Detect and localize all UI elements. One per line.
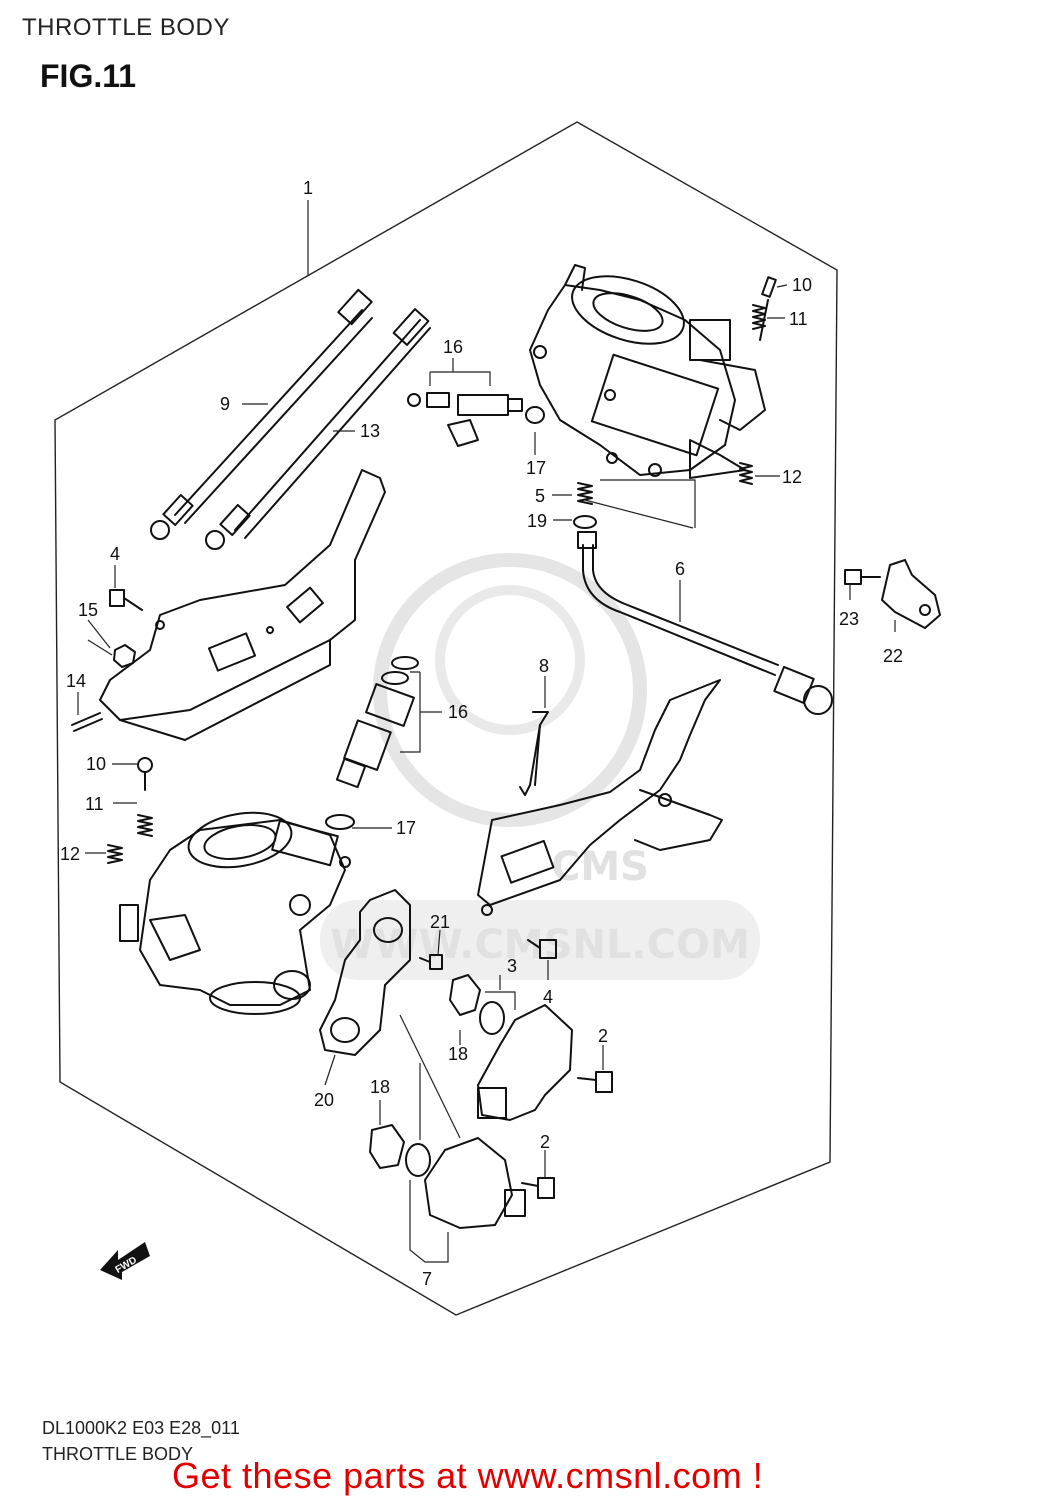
callout-1: 1: [303, 178, 313, 198]
callout-3: 3: [507, 956, 517, 976]
part-11-spring-lower: [137, 814, 153, 837]
part-17-seal-upper: [525, 406, 545, 424]
part-10-screw-lower: [137, 757, 153, 791]
part-23-bolt: [844, 569, 881, 585]
callout-2: 2: [598, 1026, 608, 1046]
callout-18: 18: [448, 1044, 468, 1064]
part-20-gasket: [319, 889, 411, 1056]
callout-7: 7: [422, 1269, 432, 1289]
callout-10: 10: [792, 275, 812, 295]
callout-12: 12: [782, 467, 802, 487]
part-2-screw-lower: [521, 1177, 555, 1199]
callout-17: 17: [526, 458, 546, 478]
part-5-spring: [577, 482, 593, 505]
part-4-bolt-lower: [527, 939, 557, 959]
assembly-boundary: [54, 121, 838, 1316]
callout-18: 18: [370, 1077, 390, 1097]
part-13-rod: [205, 308, 431, 550]
callout-22: 22: [883, 646, 903, 666]
part-2-screw: [577, 1071, 613, 1093]
diagram-code: DL1000K2 E03 E28_011: [42, 1418, 240, 1438]
callout-17: 17: [396, 818, 416, 838]
callout-15: 15: [78, 600, 98, 620]
watermark: CMS WWW.CMSNL.COM: [320, 553, 760, 980]
part-6-cable: [577, 531, 833, 715]
footer-title: THROTTLE BODY: [42, 1444, 194, 1464]
part-17-seal-lower: [325, 814, 355, 830]
watermark-logo-ring: [373, 553, 647, 827]
part-18-clamp-lower: [369, 1124, 405, 1169]
part-8-clip: [519, 711, 549, 796]
callout-16: 16: [443, 337, 463, 357]
callout-2: 2: [540, 1132, 550, 1152]
part-11-spring: [752, 304, 766, 330]
callout-21: 21: [430, 912, 450, 932]
callout-16: 16: [448, 702, 468, 722]
left-bracket: [99, 469, 386, 741]
callout-23: 23: [839, 609, 859, 629]
watermark-logo-text: CMS: [551, 844, 649, 890]
part-15-nut: [113, 644, 136, 668]
forward-arrow-icon: FWD: [100, 1242, 150, 1280]
lower-throttle-body: [119, 811, 351, 1015]
leader-lines: [77, 200, 896, 1263]
callout-4: 4: [543, 987, 553, 1007]
callout-13: 13: [360, 421, 380, 441]
part-18-clamp-upper: [449, 974, 481, 1016]
part-21-screw: [419, 954, 443, 970]
part-14-stud: [71, 712, 103, 732]
callout-9: 9: [220, 394, 230, 414]
callout-8: 8: [539, 656, 549, 676]
right-bracket: [477, 679, 723, 916]
part-4-bolt: [109, 589, 143, 611]
part-3-seal: [479, 1001, 505, 1035]
part-7-seal: [405, 1143, 431, 1177]
part-12-spring-lower: [107, 844, 123, 864]
callout-5: 5: [535, 486, 545, 506]
promo-link[interactable]: Get these parts at www.cmsnl.com !: [172, 1455, 764, 1496]
callout-12: 12: [60, 844, 80, 864]
callout-4: 4: [110, 544, 120, 564]
part-22-clip: [881, 559, 941, 629]
figure-label: FIG.11: [40, 58, 137, 94]
callout-10: 10: [86, 754, 106, 774]
part-9-rod: [150, 288, 373, 540]
part-3-sensor: [477, 1004, 573, 1121]
callout-labels: 1 2 2 3 4 4 5 6 7 8 9 10 10 11 11 12 12 …: [60, 178, 903, 1289]
section-title: THROTTLE BODY: [22, 14, 230, 41]
callout-20: 20: [314, 1090, 334, 1110]
part-7-sensor: [424, 1137, 526, 1229]
callout-11: 11: [85, 794, 104, 814]
part-12-spring: [739, 462, 753, 485]
callout-6: 6: [675, 559, 685, 579]
callout-19: 19: [527, 511, 547, 531]
callout-11: 11: [789, 309, 808, 329]
part-16-injector-lower: [335, 656, 419, 789]
upper-throttle-body: [529, 264, 766, 479]
callout-14: 14: [66, 671, 86, 691]
part-19-washer: [573, 515, 597, 529]
part-16-injector-upper: [407, 392, 523, 447]
